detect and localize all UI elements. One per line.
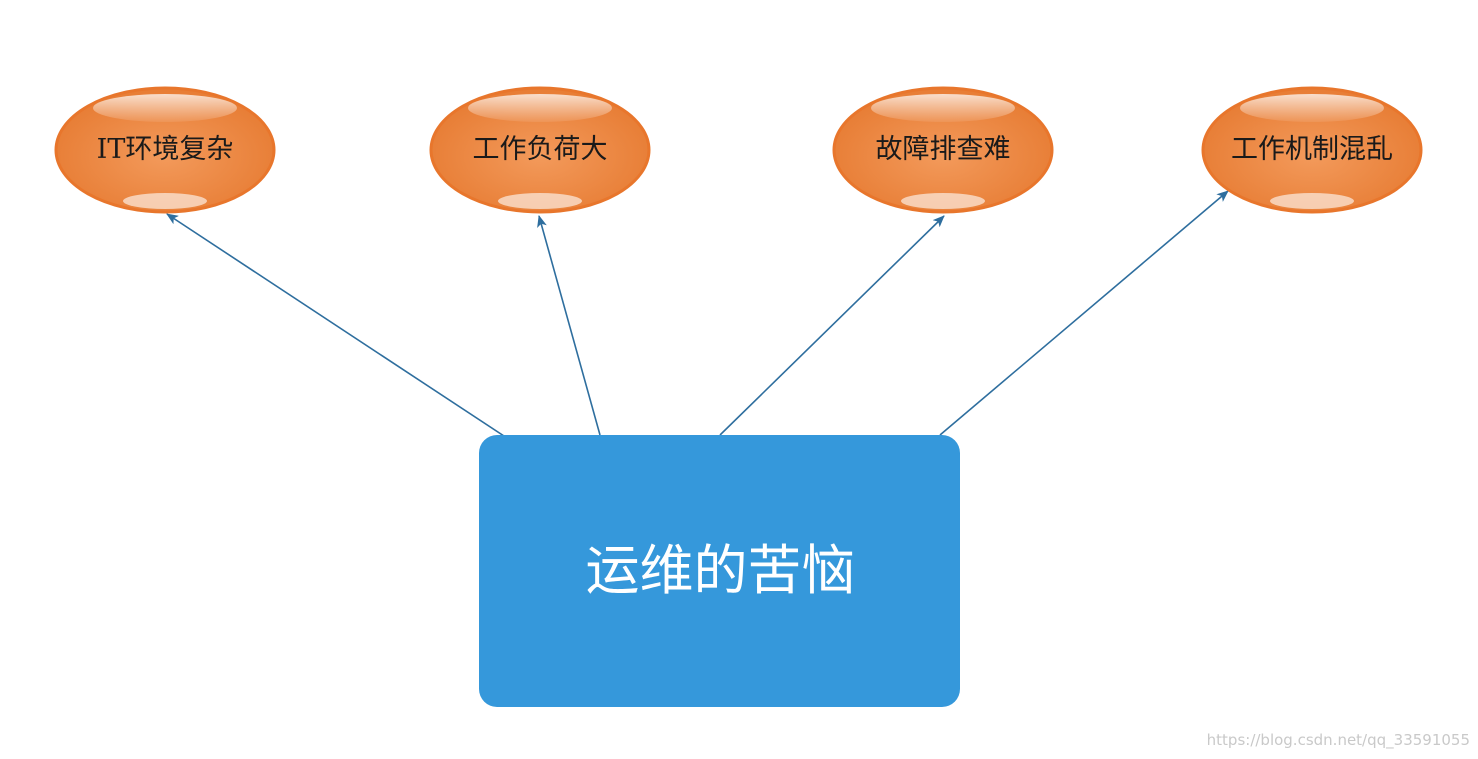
node-it-env: IT环境复杂 — [54, 86, 276, 214]
node-label: 工作负荷大 — [472, 134, 608, 165]
node-mechanism: 工作机制混乱 — [1201, 86, 1423, 214]
arrow-to-it-env — [166, 213, 511, 441]
ellipse-shape — [54, 86, 276, 214]
node-workload: 工作负荷大 — [429, 86, 651, 214]
node-label: 故障排查难 — [875, 134, 1011, 165]
node-label: 工作机制混乱 — [1231, 134, 1393, 165]
center-label: 运维的苦恼 — [585, 539, 856, 602]
node-label: IT环境复杂 — [96, 134, 234, 165]
ellipse-shape — [832, 86, 1054, 214]
center-node: 运维的苦恼 — [479, 435, 960, 707]
ellipse-shape — [1201, 86, 1423, 214]
node-troubleshoot: 故障排查难 — [832, 86, 1054, 214]
arrow-to-troubleshoot — [719, 215, 945, 436]
watermark: https://blog.csdn.net/qq_33591055 — [1206, 731, 1470, 749]
arrow-to-mechanism — [939, 190, 1229, 436]
ellipse-shape — [429, 86, 651, 214]
arrow-to-workload — [537, 215, 601, 436]
